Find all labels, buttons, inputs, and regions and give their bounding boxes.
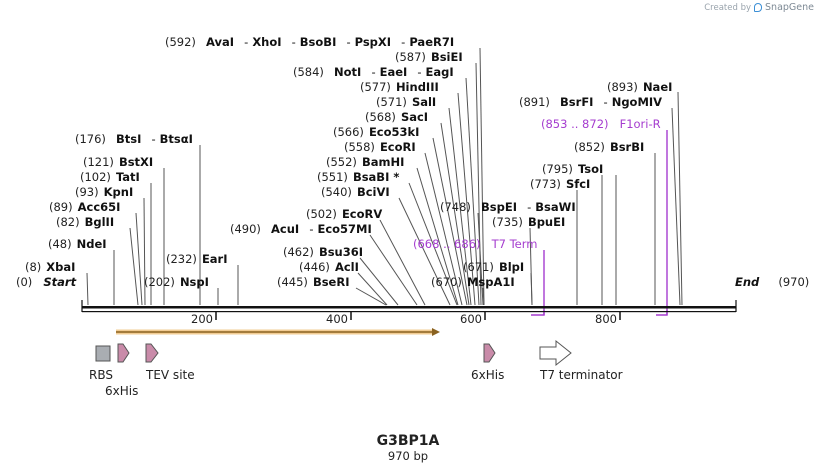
credit-prefix: Created by (704, 2, 752, 13)
rbs-feature (95, 345, 111, 362)
primer-label: (668 .. 686) T7 Term (413, 233, 537, 252)
sixhis-feature-b (483, 343, 496, 363)
site-label: (490) AcuI -Eco57MI (230, 218, 372, 237)
site-label: (584) NotI -EaeI -EagI (293, 61, 454, 80)
rbs-label: RBS (89, 368, 113, 382)
primer-label: (853 .. 872) F1ori-R (541, 113, 661, 132)
site-label: (592) AvaI -XhoI -BsoBI -PspXI -PaeR7I (165, 31, 454, 50)
orf-arrow (116, 328, 440, 336)
site-label: (748) BspEI -BsaWI (440, 196, 576, 215)
site-label: (568)SacI (365, 110, 428, 124)
site-connectors (86, 47, 683, 306)
site-label: (202)NspI (144, 275, 209, 289)
ruler (215, 312, 621, 320)
site-label: (587)BsiEI (395, 50, 463, 64)
site-label: (232)EarI (166, 252, 228, 266)
site-label: (446)AclI (299, 260, 359, 274)
site-label: (93)KpnI (75, 185, 133, 199)
site-label: (670)MspA1I (431, 275, 515, 289)
site-label: (176) BtsI -BtsαI (75, 128, 193, 147)
construct-length: 970 bp (388, 449, 428, 463)
site-label: (566)Eco53kI (333, 125, 419, 139)
site-label: (795)TsoI (542, 162, 603, 176)
site-label: (48)NdeI (48, 237, 107, 251)
site-label: (558)EcoRI (344, 140, 416, 154)
start-label: (0) Start (16, 271, 77, 290)
site-label: (502)EcoRV (306, 207, 382, 221)
construct-title: G3BP1A (377, 433, 440, 449)
ruler-tick-800: 800 (595, 312, 617, 326)
tev-site-feature (145, 343, 159, 363)
snapgene-logo-icon (754, 3, 763, 12)
tev-site-label: TEV site (145, 368, 195, 382)
t7-terminator-feature (539, 339, 572, 367)
end-label: End (970) (735, 271, 809, 290)
primer-connectors (531, 130, 668, 316)
ruler-tick-200: 200 (191, 312, 213, 326)
t7-terminator-label: T7 terminator (539, 368, 623, 382)
sixhis-label-b: 6xHis (471, 368, 504, 382)
site-label: (551)BsaBI * (317, 170, 399, 184)
site-label: (8)XbaI (25, 260, 75, 274)
ruler-tick-400: 400 (326, 312, 348, 326)
site-label: (773)SfcI (530, 177, 590, 191)
site-label: (671)BlpI (463, 260, 524, 274)
site-label: (852)BsrBI (574, 140, 644, 154)
snapgene-credit: Created by SnapGene (704, 2, 814, 13)
site-label: (445)BseRI (277, 275, 349, 289)
site-label: (89)Acc65I (49, 200, 120, 214)
site-labels: (592) AvaI -XhoI -BsoBI -PspXI -PaeR7I (… (25, 31, 672, 289)
sixhis-label-a: 6xHis (105, 384, 138, 398)
site-label: (552)BamHI (326, 155, 404, 169)
site-label: (735)BpuEI (492, 215, 565, 229)
site-label: (891) BsrFI -NgoMIV (519, 91, 662, 110)
site-label: (462)Bsu36I (283, 245, 363, 259)
site-label: (121)BstXI (83, 155, 153, 169)
site-label: (102)TatI (80, 170, 140, 184)
sixhis-feature-a (117, 343, 130, 363)
site-label: (571)SalI (376, 95, 436, 109)
backbone (81, 300, 737, 313)
site-label: (540)BciVI (321, 185, 390, 199)
site-label: (893)NaeI (607, 80, 672, 94)
site-label: (577)HindIII (360, 80, 439, 94)
site-label: (82)BglII (56, 215, 114, 229)
credit-brand: SnapGene (765, 2, 814, 13)
ruler-tick-600: 600 (460, 312, 482, 326)
